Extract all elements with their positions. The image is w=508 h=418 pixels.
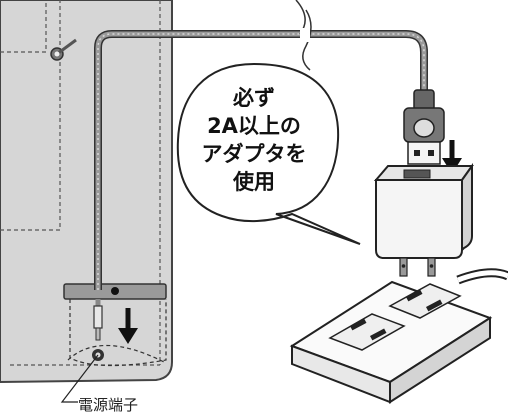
callout-line-3: アダプタを bbox=[201, 142, 307, 166]
callout-text: 必ず 2A以上の アダプタを 使用 bbox=[188, 84, 320, 196]
cable-main bbox=[94, 0, 428, 290]
cable-holder-bar bbox=[63, 283, 167, 300]
usb-plug-icon bbox=[403, 89, 445, 165]
callout-line-4: 使用 bbox=[233, 170, 275, 194]
ac-adapter-icon bbox=[373, 162, 474, 277]
callout-bubble bbox=[176, 62, 361, 245]
label-leader bbox=[60, 354, 99, 403]
cable-lower bbox=[93, 299, 103, 341]
down-arrow-icon bbox=[118, 308, 138, 344]
mat-panel bbox=[0, 0, 173, 384]
pin-icon bbox=[50, 38, 77, 61]
power-port-label: 電源端子 bbox=[78, 396, 139, 414]
power-strip-icon bbox=[289, 268, 508, 404]
callout-line-2: 2A以上の bbox=[207, 114, 301, 138]
callout-line-1: 必ず bbox=[233, 86, 275, 110]
